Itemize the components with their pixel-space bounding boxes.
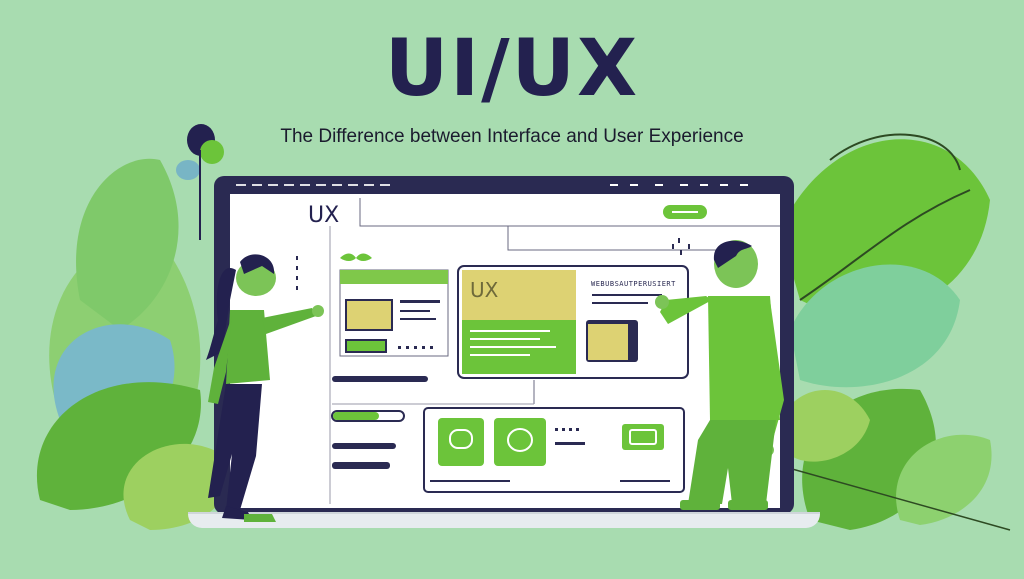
bottom-card	[423, 407, 685, 493]
message-bubble-icon	[507, 428, 533, 452]
page-title: UI/UX	[384, 24, 640, 114]
page-subtitle: The Difference between Interface and Use…	[280, 126, 744, 147]
window-controls-icon	[610, 184, 748, 186]
text-bar	[332, 376, 428, 382]
laptop-base	[188, 512, 820, 528]
chat-tile[interactable]	[438, 418, 484, 466]
man-figure	[655, 240, 784, 510]
right-plant	[759, 133, 1011, 531]
woman-figure	[206, 254, 324, 522]
screen-ux-label: UX	[308, 203, 340, 228]
left-plant	[36, 124, 232, 530]
message-tile[interactable]	[494, 418, 546, 466]
top-bar-dash	[236, 184, 246, 186]
card-ux-label: UX	[470, 278, 499, 302]
screen-icon	[622, 424, 664, 450]
chat-bubble-icon	[449, 429, 473, 449]
card-heading: WEBUBSAUTPERUSIERT	[591, 280, 676, 288]
leaf-icon	[340, 253, 372, 261]
